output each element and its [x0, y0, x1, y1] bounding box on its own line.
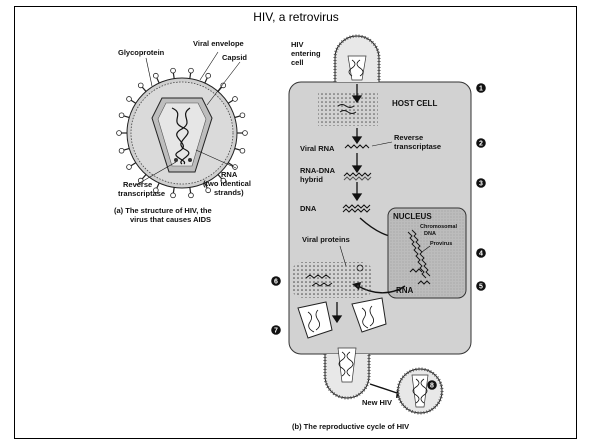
label-rna-dna-hybrid: RNA-DNA: [300, 166, 336, 175]
label-new-hiv: New HIV: [362, 398, 392, 407]
step-marker-3: [476, 178, 486, 188]
label-reverse-transcriptase-b: transcriptase: [394, 142, 441, 151]
glycoprotein-knob: [126, 164, 132, 170]
label-hiv-entering: entering: [291, 49, 321, 58]
assembling-capsid: [351, 297, 387, 333]
step-number: 4: [479, 250, 483, 257]
step-number: 7: [274, 327, 278, 334]
assembly-cluster: [292, 262, 372, 298]
label-hiv-entering: HIV: [291, 40, 304, 49]
chromosomal-dna: [407, 229, 431, 279]
step-marker-5: [476, 281, 486, 291]
rna-dna-hybrid: [343, 172, 372, 177]
step-number: 1: [479, 85, 483, 92]
hiv-structure: Glycoprotein Viral envelope Capsid RNA (…: [114, 39, 251, 224]
glycoprotein-knob: [232, 96, 238, 102]
label-nucleus: NUCLEUS: [393, 212, 432, 221]
step-marker-2: [476, 138, 486, 148]
rna-transcript: [409, 268, 423, 273]
label-viral-envelope: Viral envelope: [193, 39, 244, 48]
label-chromosomal-dna: Chromosomal: [420, 224, 457, 230]
glycoprotein-knob: [153, 72, 159, 79]
rna-transcript: [417, 280, 431, 285]
glycoprotein-knob: [188, 192, 194, 199]
budding-virion: [323, 347, 371, 400]
label-reverse-transcriptase: transcriptase: [118, 189, 165, 198]
glycoprotein-knob: [170, 67, 176, 74]
glycoprotein-knob: [137, 82, 144, 89]
label-reverse-transcriptase: Reverse: [123, 180, 152, 189]
new-hiv-particle: [396, 367, 444, 415]
step-marker-1: [476, 83, 486, 93]
viral-rna: [344, 144, 370, 149]
arrow-to-new-hiv: [369, 383, 401, 395]
caption-a: (a) The structure of HIV, the: [114, 206, 212, 215]
caption-b: (b) The reproductive cycle of HIV: [292, 422, 409, 431]
glycoprotein-knob: [205, 187, 211, 194]
label-provirus: Provirus: [430, 241, 452, 247]
glycoprotein-knob: [153, 187, 159, 194]
glycoprotein-spikes: [116, 67, 248, 199]
glycoprotein-knob: [116, 130, 122, 136]
assembling-capsid: [297, 301, 333, 339]
step-number: 6: [274, 278, 278, 285]
step-marker-6: [271, 276, 281, 286]
label-host-cell: HOST CELL: [392, 99, 437, 108]
caption-a: virus that causes AIDS: [130, 215, 211, 224]
step-marker-7: [271, 325, 281, 335]
label-rna-b: RNA: [396, 286, 414, 295]
viral-dna: [342, 204, 371, 209]
slide-title: HIV, a retrovirus: [253, 10, 339, 24]
glycoprotein-knob: [118, 147, 125, 154]
step-number: 3: [479, 180, 483, 187]
label-reverse-transcriptase-b: Reverse: [394, 133, 423, 142]
flow-arrows: [351, 84, 363, 202]
glycoprotein-knob: [239, 112, 246, 119]
step-number: 8: [430, 382, 434, 389]
label-rna: RNA: [221, 170, 238, 179]
reverse-transcriptase-molecule: [174, 158, 178, 162]
flow-arrows-lower: [331, 302, 343, 324]
label-capsid: Capsid: [222, 53, 247, 62]
glycoprotein-knob: [126, 96, 132, 102]
entering-virion: [333, 34, 381, 82]
step-marker-4: [476, 248, 486, 258]
step-markers: 1 2 3 4 5 6 7 8: [271, 83, 486, 390]
label-dna: DNA: [300, 204, 317, 213]
glycoprotein-knob: [220, 177, 227, 184]
virion: [116, 67, 248, 199]
glycoprotein-knob: [239, 147, 246, 154]
glycoprotein-knob: [220, 82, 227, 89]
label-chromosomal-dna: DNA: [424, 231, 436, 237]
glycoprotein-knob: [188, 67, 194, 74]
label-rna-detail: strands): [214, 188, 244, 197]
label-viral-rna: Viral RNA: [300, 144, 335, 153]
label-glycoprotein: Glycoprotein: [118, 48, 165, 57]
rna-strand: [171, 107, 190, 165]
label-rna-detail: (two identical: [203, 179, 251, 188]
glycoprotein-knob: [205, 72, 211, 79]
step-number: 2: [479, 140, 483, 147]
step-marker-8: [427, 380, 437, 390]
reverse-transcriptase-molecule: [188, 158, 192, 162]
step-number: 5: [479, 283, 483, 290]
label-viral-proteins: Viral proteins: [302, 235, 350, 244]
glycoprotein-knob: [170, 192, 176, 199]
glycoprotein-knob: [242, 130, 248, 136]
glycoprotein-knob: [118, 112, 125, 119]
reproductive-cycle: HIV entering cell HOST CELL: [271, 34, 486, 431]
uncoating-particles: [318, 92, 378, 126]
label-rna-dna-hybrid: hybrid: [300, 175, 323, 184]
glycoprotein-knob: [232, 164, 238, 170]
structure-leader-lines: [135, 51, 241, 186]
label-hiv-entering: cell: [291, 58, 304, 67]
rna-strand: [175, 107, 191, 165]
